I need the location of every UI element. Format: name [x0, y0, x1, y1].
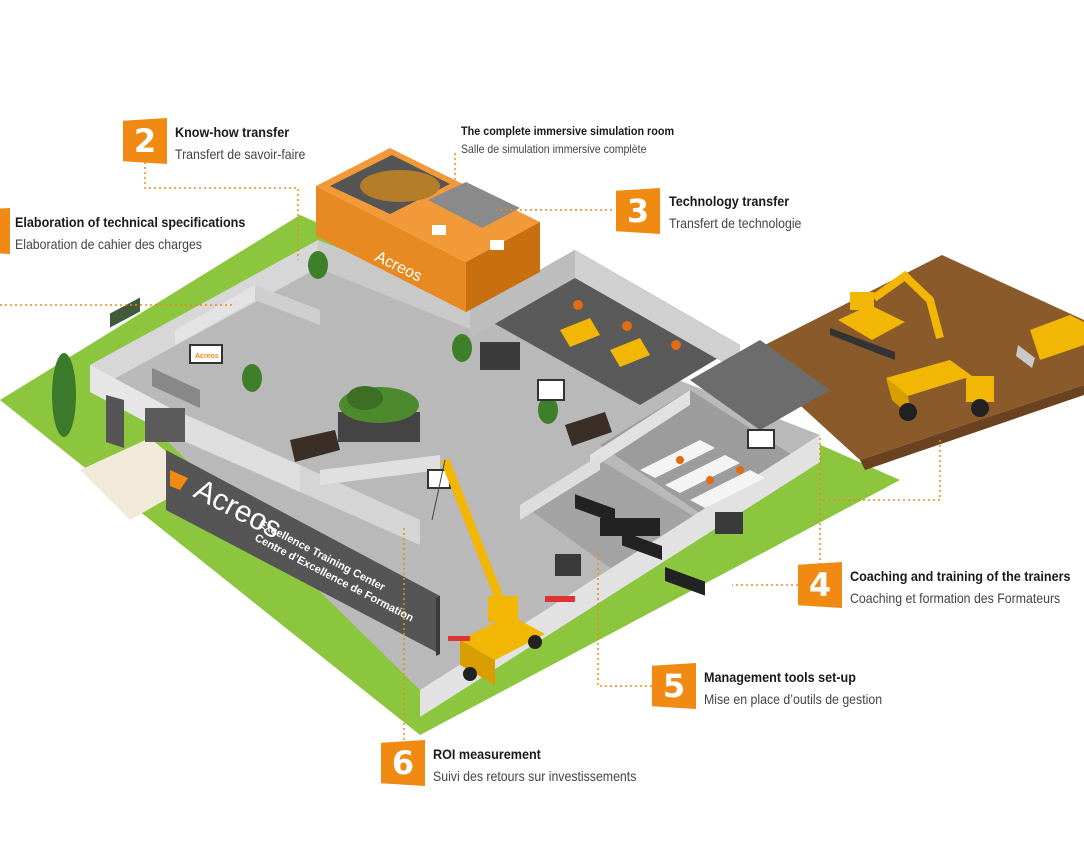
callout-5-subtitle: Mise en place d’outils de gestion	[704, 691, 883, 707]
callout-6-title: ROI measurement	[433, 746, 541, 762]
leader-lines	[0, 153, 941, 740]
simulator-stations	[560, 300, 705, 596]
callout-5-number: 5	[652, 663, 696, 709]
screen-logo: Acreos	[195, 353, 219, 360]
callout-1-number: 1	[0, 208, 10, 254]
callout-6-subtitle: Suivi des retours sur investissements	[433, 768, 637, 784]
callout-6-number: 6	[381, 740, 425, 786]
sofa	[565, 412, 612, 446]
small-office-floor	[690, 340, 830, 430]
building-floor	[90, 240, 820, 690]
dirt-worksite	[745, 255, 1084, 460]
brand-wall	[166, 450, 440, 656]
callout-4-number: 4	[798, 562, 842, 608]
callout-3-title: Technology transfer	[669, 193, 790, 209]
callout-5-title: Management tools set-up	[704, 669, 856, 685]
callout-2-number: 2	[123, 118, 167, 164]
bulldozer	[1016, 315, 1084, 368]
callout-1-title: Elaboration of technical specifications	[15, 214, 246, 230]
cypress-tree	[52, 353, 76, 437]
control-screens	[600, 518, 660, 536]
sofa	[290, 430, 340, 462]
callout-2-subtitle: Transfert de savoir-faire	[175, 146, 306, 162]
callout-2-title: Know-how transfer	[175, 124, 290, 140]
callout-3-subtitle: Transfert de technologie	[669, 215, 802, 231]
reception-desk	[152, 368, 200, 408]
back-wall-right	[318, 240, 480, 333]
entrance-totem	[106, 395, 124, 448]
mobile-crane	[431, 458, 575, 685]
callout-3-number: 3	[616, 188, 660, 234]
excavator	[830, 270, 944, 360]
callout-4-title: Coaching and training of the trainers	[850, 568, 1071, 584]
simulation-container	[316, 148, 540, 312]
planter-center	[338, 386, 420, 442]
sim-room-title: The complete immersive simulation room	[461, 124, 675, 138]
sim-room-subtitle: Salle de simulation immersive complète	[461, 142, 647, 156]
callout-1-subtitle: Elaboration de cahier des charges	[15, 236, 202, 252]
dump-truck	[886, 360, 994, 421]
callout-4-subtitle: Coaching et formation des Formateurs	[850, 590, 1061, 606]
classroom-desks	[640, 440, 765, 508]
